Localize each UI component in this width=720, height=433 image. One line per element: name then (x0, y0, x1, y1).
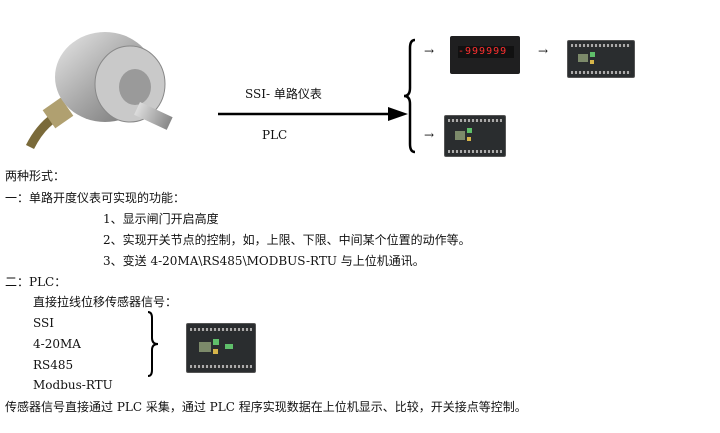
encoder-image (25, 32, 173, 150)
signal-item: 4-20MA (33, 337, 81, 351)
intro-text: 两种形式： (5, 169, 66, 183)
section1-item: 3、变送 4-20MA\RS485\MODBUS-RTU 与上位机通讯。 (103, 254, 425, 268)
arrow-to-plc: → (538, 44, 549, 58)
section1-item: 1、显示闸门开启高度 (103, 212, 219, 226)
plc-image (567, 40, 635, 78)
signal-item: SSI (33, 316, 54, 330)
arrow-to-meter: → (424, 44, 435, 58)
main-arrow (218, 107, 408, 121)
arrow-top-label: SSI- 单路仪表 (245, 87, 322, 101)
signal-item: Modbus-RTU (33, 378, 113, 392)
panel-meter-image: -999999 (450, 36, 520, 74)
meter-display: -999999 (458, 46, 514, 58)
section1-item: 2、实现开关节点的控制，如，上限、下限、中间某个位置的动作等。 (103, 233, 471, 247)
brace-left (147, 311, 159, 377)
arrow-to-plc-2: → (424, 128, 435, 142)
conclusion-text: 传感器信号直接通过 PLC 采集，通过 PLC 程序实现数据在上位机显示、比较，… (5, 400, 527, 414)
plc-image-3 (186, 323, 256, 373)
section1-title: 一：单路开度仪表可实现的功能： (5, 191, 186, 205)
section2-title: 二：PLC： (5, 275, 67, 289)
plc-image-2 (444, 115, 506, 157)
arrow-bottom-label: PLC (262, 128, 288, 142)
section2-subtitle: 直接拉线位移传感器信号： (33, 295, 178, 309)
brace-right (403, 38, 416, 154)
signal-item: RS485 (33, 358, 74, 372)
